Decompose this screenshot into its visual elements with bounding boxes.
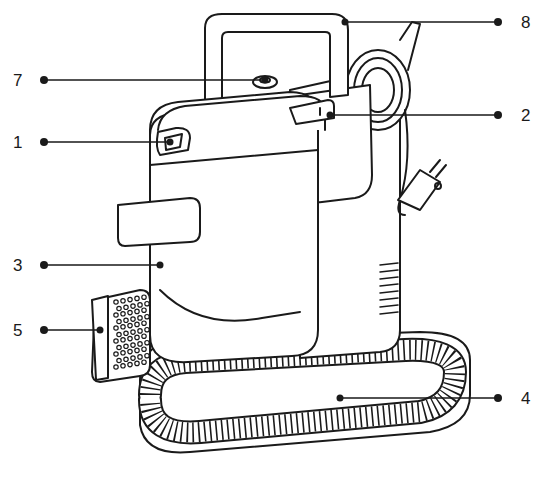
bristle-hole (135, 361, 139, 365)
bristle-hole (121, 299, 125, 303)
carry-handle (205, 14, 348, 105)
bristle-hole (117, 319, 121, 323)
bristle-hole (145, 354, 149, 358)
callout-number: 2 (520, 107, 531, 124)
bristle-hole (121, 325, 125, 329)
bristle-hole (135, 348, 139, 352)
bristle-hole (135, 309, 139, 313)
bristle-hole (142, 334, 146, 338)
bristle-hole (138, 342, 142, 346)
bristle-hole (135, 335, 139, 339)
callout-number: 4 (520, 390, 531, 407)
bristle-hole (121, 351, 125, 355)
bristle-hole (131, 304, 135, 308)
leader-lines (40, 18, 502, 402)
bristle-hole (124, 331, 128, 335)
bristle-hole (145, 328, 149, 332)
bristle-hole (138, 303, 142, 307)
bristle-hole (114, 365, 118, 369)
bristle-hole (145, 302, 149, 306)
bristle-hole (145, 315, 149, 319)
bristle-hole (138, 329, 142, 333)
tank-latch (290, 100, 334, 124)
callout-number: 8 (520, 14, 531, 31)
bristle-hole (117, 332, 121, 336)
bristle-hole (114, 300, 118, 304)
bristle-hole (117, 358, 121, 362)
callout-number: 7 (12, 72, 23, 89)
tank-cap-center (260, 78, 270, 83)
bristle-hole (128, 362, 132, 366)
bristle-hole (131, 330, 135, 334)
bristle-hole (138, 355, 142, 359)
vent-grille (380, 263, 398, 314)
bristle-hole (128, 297, 132, 301)
bristle-hole (114, 339, 118, 343)
callout-number: 5 (12, 322, 23, 339)
bristle-hole (124, 344, 128, 348)
bristle-hole (117, 345, 121, 349)
callout-number: 1 (12, 134, 23, 151)
bristle-hole (114, 326, 118, 330)
bristle-hole (124, 357, 128, 361)
bristle-hole (124, 305, 128, 309)
callout-number: 3 (12, 257, 23, 274)
bristle-hole (131, 317, 135, 321)
bristle-hole (142, 308, 146, 312)
bristle-hole (135, 322, 139, 326)
bristle-hole (131, 343, 135, 347)
bristle-hole (142, 360, 146, 364)
bristle-hole (117, 306, 121, 310)
power-button-face (165, 134, 182, 150)
bristle-hole (142, 321, 146, 325)
tank-cap (253, 76, 277, 88)
bristle-hole (128, 323, 132, 327)
bristle-hole (135, 296, 139, 300)
tank-contour (160, 290, 300, 321)
bristle-hole (121, 338, 125, 342)
bristle-hole (128, 310, 132, 314)
bristle-hole (131, 356, 135, 360)
bristle-hole (128, 336, 132, 340)
bristle-hole (128, 349, 132, 353)
latch-arrow (319, 108, 321, 115)
bristle-hole (138, 316, 142, 320)
bristle-hole (121, 364, 125, 368)
bristle-hole (124, 318, 128, 322)
bristle-hole (121, 312, 125, 316)
bristle-hole (114, 313, 118, 317)
bristle-hole (142, 295, 146, 299)
brush-tool (92, 290, 150, 382)
front-spout (118, 198, 200, 246)
bristle-hole (114, 352, 118, 356)
bristle-hole (142, 347, 146, 351)
bristle-hole (145, 341, 149, 345)
